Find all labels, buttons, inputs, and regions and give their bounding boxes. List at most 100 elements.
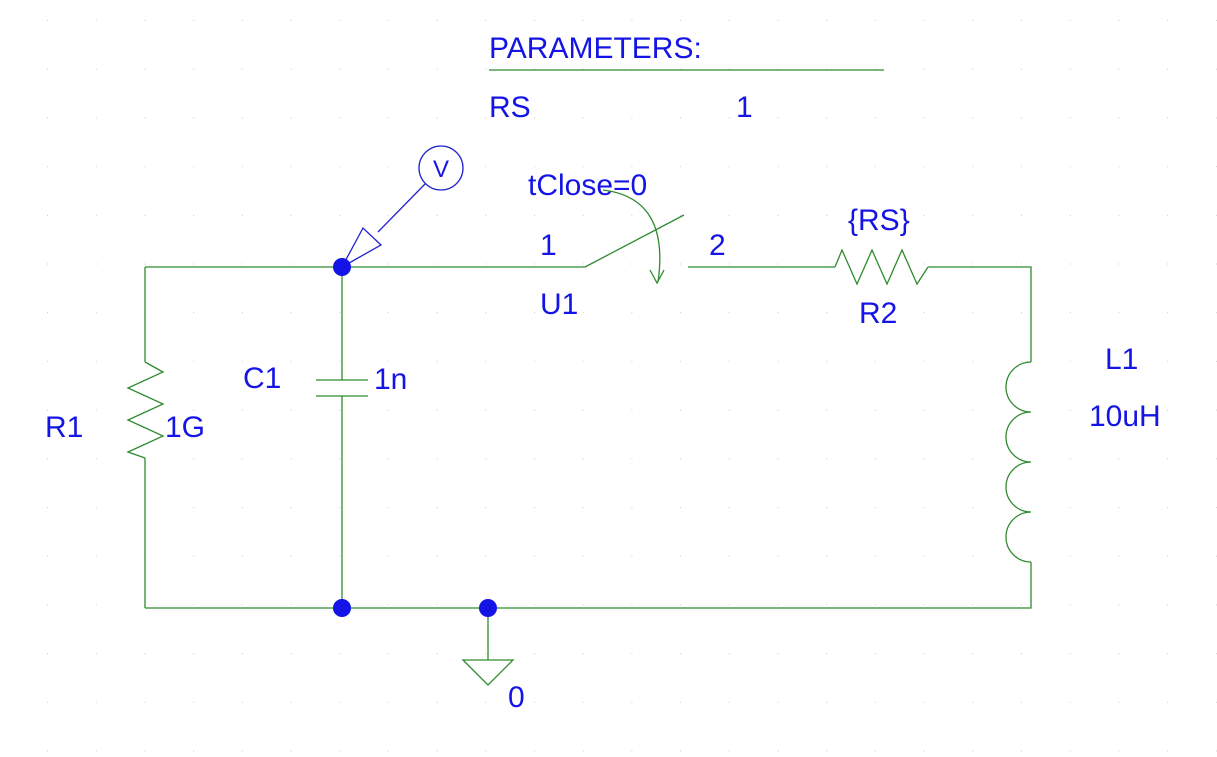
inductor-l1[interactable]: L1 10uH: [1005, 343, 1161, 563]
resistor-r2[interactable]: {RS} R2: [834, 204, 929, 330]
grid-dot: [826, 750, 828, 752]
grid-dot: [923, 263, 925, 265]
grid-dot: [923, 360, 925, 362]
grid-dot: [631, 166, 633, 168]
grid-dot: [387, 117, 389, 119]
grid-dot: [1021, 750, 1022, 752]
capacitor-c1[interactable]: C1 1n: [243, 362, 407, 397]
grid-dot: [923, 214, 925, 216]
grid-dot: [485, 263, 487, 265]
grid-dot: [1021, 68, 1022, 70]
grid-dot: [582, 555, 584, 557]
grid-dot: [339, 312, 341, 314]
grid-dot: [436, 653, 438, 655]
grid-dot: [1069, 263, 1071, 265]
grid-dot: [193, 555, 195, 557]
grid-dot: [826, 555, 828, 557]
grid-dot: [1069, 360, 1071, 362]
resistor-r2-value: {RS}: [848, 204, 910, 237]
wire-top-right[interactable]: [688, 266, 1032, 362]
grid-dot: [485, 507, 487, 508]
wire-bottom[interactable]: [145, 562, 1032, 609]
grid-dot: [728, 750, 730, 752]
grid-dot: [485, 458, 487, 460]
parameters-block[interactable]: PARAMETERS: RS 1: [489, 32, 884, 124]
capacitor-c1-value: 1n: [374, 363, 407, 396]
grid-dot: [777, 604, 779, 606]
resistor-r1[interactable]: R1 1G: [45, 361, 205, 459]
grid-dot: [290, 166, 292, 168]
parameters-header: PARAMETERS:: [489, 32, 702, 65]
grid-dot: [47, 653, 48, 655]
grid-dot: [923, 166, 925, 168]
grid-dot: [1215, 312, 1217, 314]
grid-dot: [728, 20, 730, 21]
grid-dot: [777, 458, 779, 460]
grid-dot: [874, 507, 876, 508]
grid-dot: [631, 458, 633, 460]
ground-net-label: 0: [508, 681, 525, 714]
grid-dot: [631, 701, 633, 703]
grid-dot: [728, 312, 730, 314]
grid-dot: [534, 409, 535, 411]
grid-dot: [1069, 214, 1071, 216]
grid-dot: [1215, 117, 1217, 119]
grid-dot: [1167, 458, 1169, 460]
switch-u1[interactable]: tClose=0 1 2 U1: [528, 169, 726, 321]
grid-dot: [485, 117, 487, 119]
grid-dot: [680, 360, 682, 362]
grid-dot: [923, 312, 925, 314]
grid-dot: [534, 701, 535, 703]
grid-dot: [534, 507, 535, 508]
grid-dot: [1167, 653, 1169, 655]
grid-dot: [972, 68, 974, 70]
grid-dot: [241, 117, 243, 119]
grid-dot: [1167, 555, 1169, 557]
grid-dot: [436, 312, 438, 314]
grid-dot: [436, 701, 438, 703]
grid-dot: [728, 604, 730, 606]
grid-dot: [1215, 604, 1217, 606]
grid-dot: [436, 604, 438, 606]
grid-dot: [972, 604, 974, 606]
grid-dot: [680, 507, 682, 508]
grid-dot: [728, 166, 730, 168]
grid-dot: [777, 409, 779, 411]
grid-dot: [874, 117, 876, 119]
grid-dot: [874, 604, 876, 606]
grid-dot: [972, 312, 974, 314]
grid-dot: [680, 263, 682, 265]
grid-dot: [1069, 312, 1071, 314]
grid-dot: [144, 117, 146, 119]
grid-dot: [874, 555, 876, 557]
grid-dot: [1021, 214, 1022, 216]
grid-dot: [972, 20, 974, 21]
grid-dot: [241, 653, 243, 655]
grid-dot: [485, 68, 487, 70]
switch-arc-arrow-icon: [649, 269, 665, 285]
grid-dot: [777, 117, 779, 119]
grid-dot: [728, 458, 730, 460]
grid-dot: [728, 507, 730, 508]
grid-dot: [1167, 20, 1169, 21]
grid-dot: [826, 68, 828, 70]
grid-dot: [728, 409, 730, 411]
grid-dot: [1215, 458, 1217, 460]
grid-dot: [923, 653, 925, 655]
grid-dot: [339, 750, 341, 752]
grid-dot: [777, 507, 779, 508]
voltage-probe[interactable]: V: [340, 145, 464, 269]
grid-dot: [47, 263, 48, 265]
resistor-r2-zigzag: [834, 248, 929, 286]
grid-dot: [339, 68, 341, 70]
ground-symbol[interactable]: 0: [461, 659, 525, 714]
grid-dot: [972, 555, 974, 557]
grid-dot: [144, 68, 146, 70]
grid-dot: [1215, 555, 1217, 557]
grid-dot: [923, 701, 925, 703]
grid-dot: [874, 68, 876, 70]
grid-dot: [972, 214, 974, 216]
grid-dot: [47, 117, 48, 119]
grid-dot: [1069, 117, 1071, 119]
